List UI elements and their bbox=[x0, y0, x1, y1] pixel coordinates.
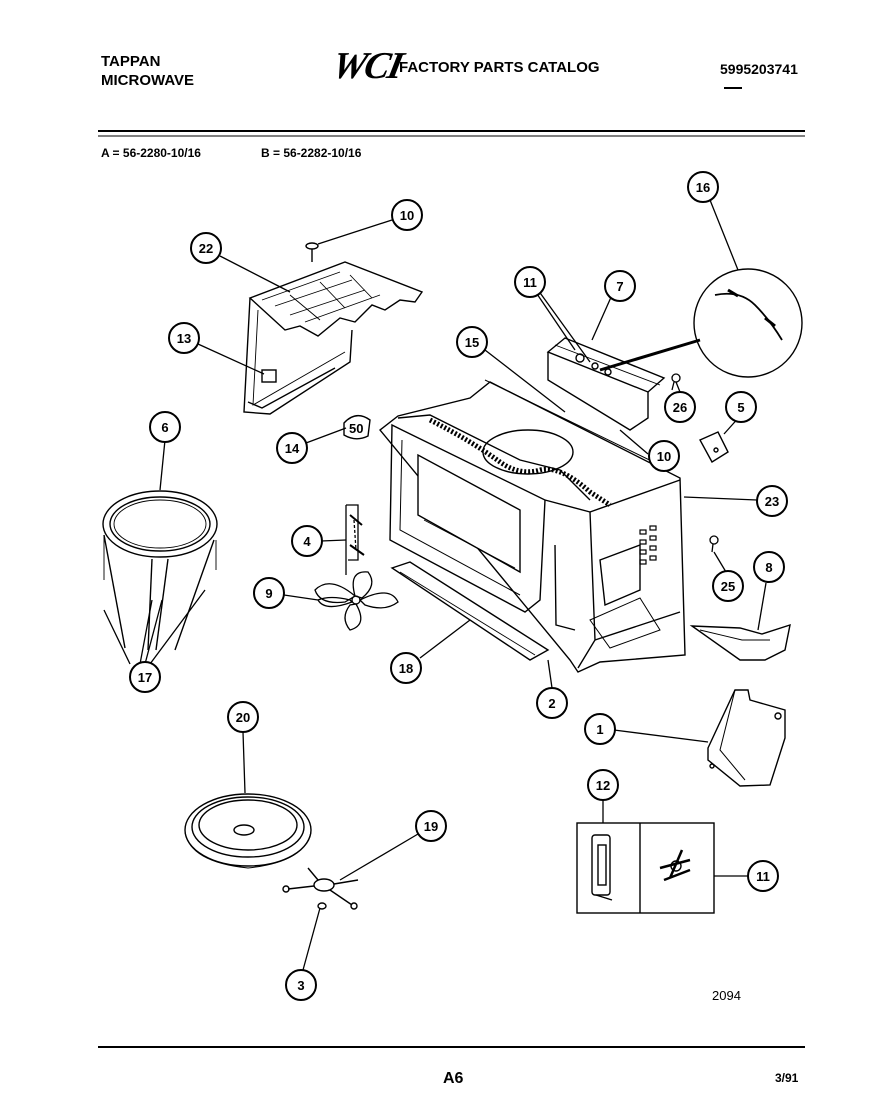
tray-ring-part bbox=[102, 490, 218, 651]
callout-8: 8 bbox=[753, 551, 785, 583]
callout-label: 7 bbox=[616, 279, 623, 294]
grommet-14-part: 50 bbox=[343, 415, 371, 440]
callout-label: 12 bbox=[596, 778, 610, 793]
callout-14: 14 bbox=[276, 432, 308, 464]
callout-6: 6 bbox=[149, 411, 181, 443]
callout-label: 13 bbox=[177, 331, 191, 346]
callout-13: 13 bbox=[168, 322, 200, 354]
callout-label: 26 bbox=[673, 400, 687, 415]
callout-label: 15 bbox=[465, 335, 479, 350]
catalog-number: 5995203741 bbox=[720, 61, 798, 77]
product-type: MICROWAVE bbox=[101, 72, 195, 89]
callout-25: 25 bbox=[712, 570, 744, 602]
callout-label: 20 bbox=[236, 710, 250, 725]
cabinet-part bbox=[379, 379, 686, 673]
callout-11-top: 11 bbox=[514, 266, 546, 298]
callout-label: 16 bbox=[696, 180, 710, 195]
callout-label: 8 bbox=[765, 560, 772, 575]
bracket-1-part bbox=[707, 689, 786, 787]
callout-12: 12 bbox=[587, 769, 619, 801]
header-rules bbox=[98, 87, 805, 1048]
model-b: B = 56-2282-10/16 bbox=[261, 146, 362, 160]
model-a: A = 56-2280-10/16 bbox=[101, 146, 201, 160]
page-number: A6 bbox=[443, 1070, 464, 1087]
callout-26: 26 bbox=[664, 391, 696, 423]
callout-label: 2 bbox=[548, 696, 555, 711]
leader-lines bbox=[103, 199, 767, 971]
wire-harness-detail bbox=[693, 268, 803, 378]
callout-label: 11 bbox=[523, 275, 537, 290]
callout-label: 11 bbox=[756, 869, 770, 884]
callout-10-mid: 10 bbox=[648, 440, 680, 472]
bracket-5-part bbox=[699, 431, 729, 463]
callout-circles: 10 22 13 6 14 4 9 17 18 2 15 11 7 16 26 … bbox=[129, 171, 788, 1001]
callout-label: 4 bbox=[303, 534, 311, 549]
screw-25-part bbox=[709, 535, 719, 553]
callout-label: 22 bbox=[199, 241, 213, 256]
revision-date: 3/91 bbox=[775, 1071, 799, 1085]
svg-text:50: 50 bbox=[349, 421, 363, 436]
parts-kit-box bbox=[576, 822, 715, 914]
fan-blade-part bbox=[314, 571, 399, 631]
callout-19: 19 bbox=[415, 810, 447, 842]
callout-1: 1 bbox=[584, 713, 616, 745]
motor-mount-part bbox=[346, 504, 365, 561]
callout-label: 3 bbox=[297, 978, 304, 993]
callout-10-top: 10 bbox=[391, 199, 423, 231]
callout-label: 14 bbox=[285, 441, 300, 456]
callout-5: 5 bbox=[725, 391, 757, 423]
top-cover-part bbox=[243, 261, 424, 415]
callout-label: 6 bbox=[161, 420, 168, 435]
callout-label: 19 bbox=[424, 819, 438, 834]
cover-8-part bbox=[689, 623, 791, 661]
callout-label: 5 bbox=[737, 400, 744, 415]
callout-20: 20 bbox=[227, 701, 259, 733]
roller-support-part bbox=[282, 867, 359, 910]
callout-label: 25 bbox=[721, 579, 735, 594]
callout-9: 9 bbox=[253, 577, 285, 609]
callout-23: 23 bbox=[756, 485, 788, 517]
callout-15: 15 bbox=[456, 326, 488, 358]
drawing-number: 2094 bbox=[712, 988, 741, 1003]
callout-17: 17 bbox=[129, 661, 161, 693]
callout-18: 18 bbox=[390, 652, 422, 684]
callout-7: 7 bbox=[604, 270, 636, 302]
bottom-rail-part bbox=[390, 561, 550, 661]
brand-name: TAPPAN bbox=[101, 53, 161, 70]
callout-11-bot: 11 bbox=[747, 860, 779, 892]
callout-2: 2 bbox=[536, 687, 568, 719]
callout-22: 22 bbox=[190, 232, 222, 264]
callout-label: 17 bbox=[138, 670, 152, 685]
callout-16: 16 bbox=[687, 171, 719, 203]
callout-label: 9 bbox=[265, 586, 272, 601]
callout-label: 18 bbox=[399, 661, 413, 676]
glass-tray-part bbox=[184, 793, 312, 869]
catalog-title: FACTORY PARTS CATALOG bbox=[399, 59, 600, 76]
screw-part bbox=[305, 242, 319, 262]
callout-label: 23 bbox=[765, 494, 779, 509]
callout-3: 3 bbox=[285, 969, 317, 1001]
callout-label: 1 bbox=[596, 722, 603, 737]
callout-label: 10 bbox=[400, 208, 414, 223]
callout-4: 4 bbox=[291, 525, 323, 557]
control-bracket-part bbox=[546, 337, 701, 431]
callout-label: 10 bbox=[657, 449, 671, 464]
